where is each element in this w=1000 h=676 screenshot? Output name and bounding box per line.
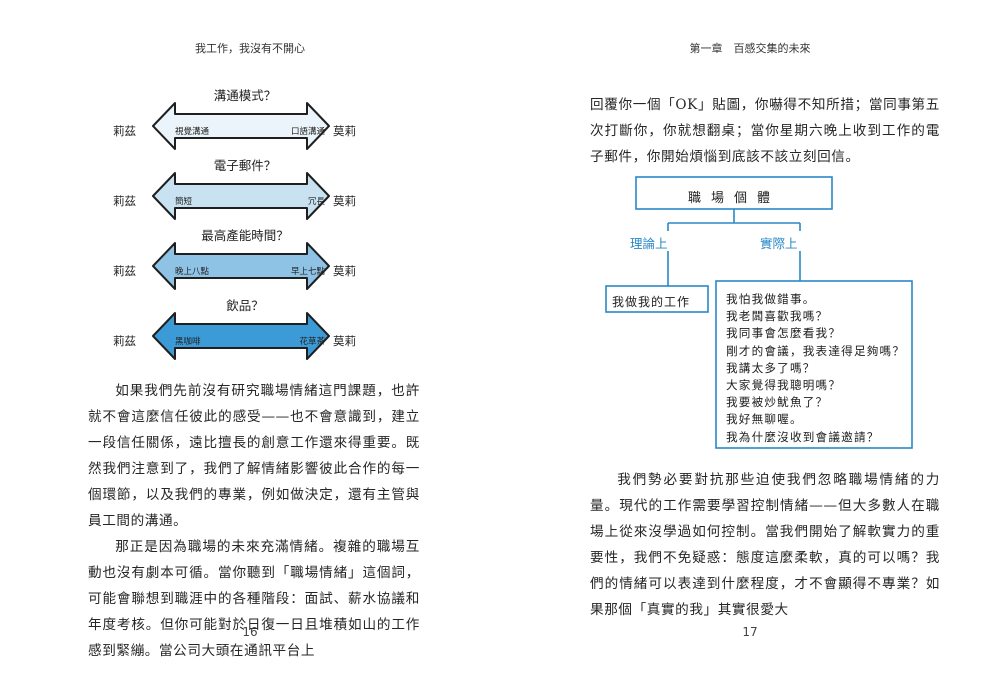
- practice-box-frame: [715, 280, 913, 449]
- diagram-lines: [605, 176, 913, 449]
- theory-box-frame: [605, 285, 709, 313]
- double-arrow-shape: [152, 312, 330, 360]
- side-label-liz: 莉茲: [113, 194, 136, 208]
- thought-line: 我好無聊喔。: [726, 412, 803, 427]
- thought-line: 大家覺得我聰明嗎？: [726, 378, 842, 393]
- thought-line: 我講太多了嗎？: [726, 360, 816, 375]
- thought-line: 我怕我做錯事。: [726, 292, 816, 306]
- body-paragraph: 回覆你一個「OK」貼圖，你嚇得不知所措；當同事第五次打斷你，你就想翻桌；當你星期…: [590, 97, 940, 165]
- arrow-title: 最高產能時間？: [201, 228, 289, 243]
- practice-thoughts-list: 我怕我做錯事。 我老闆喜歡我嗎？ 我同事會怎麼看我？ 剛才的會議，我表達得足夠嗎…: [726, 291, 905, 446]
- running-head-right: 第一章 百感交集的未來: [689, 42, 811, 55]
- branch-label-practice: 實際上: [760, 236, 798, 251]
- thought-line: 我老闆喜歡我嗎？: [726, 309, 829, 324]
- arrow-row-communication: 溝通模式？ 莉茲 莫莉 視覺溝通 口語溝通: [95, 85, 395, 155]
- double-arrow-shape: [152, 172, 330, 220]
- right-page: 第一章 百感交集的未來 17: [500, 0, 1000, 676]
- arrow-title: 飲品？: [226, 298, 264, 313]
- side-label-liz: 莉茲: [113, 264, 136, 278]
- right-top-text: 回覆你一個「OK」貼圖，你嚇得不知所措；當同事第五次打斷你，你就想翻桌；當你星期…: [590, 92, 940, 170]
- side-label-molly: 莫莉: [333, 194, 356, 208]
- arrow-end-label-left: 晚上八點: [175, 267, 210, 277]
- left-body-text: 如果我們先前沒有研究職場情緒這門課題，也許就不會這麼信任彼此的感受——也不會意識…: [88, 378, 420, 664]
- body-paragraph: 我們勢必要對抗那些迫使我們忽略職場情緒的力量。現代的工作需要學習控制情緒——但大…: [590, 472, 940, 618]
- body-paragraph: 如果我們先前沒有研究職場情緒這門課題，也許就不會這麼信任彼此的感受——也不會意識…: [88, 383, 420, 529]
- left-page: 我工作，我沒有不開心 溝通模式？ 莉茲 莫莉 視覺溝通 口語溝通 電子郵件？ 莉…: [88, 42, 420, 664]
- side-label-molly: 莫莉: [333, 264, 356, 278]
- double-arrow-shape: [152, 242, 330, 290]
- diagram-title: 職場個體: [687, 191, 780, 206]
- arrow-row-email: 電子郵件？ 莉茲 莫莉 簡短 冗長: [95, 155, 395, 225]
- arrow-row-drink: 飲品？ 莉茲 莫莉 黑咖啡 花草茶: [95, 295, 395, 365]
- side-label-liz: 莉茲: [113, 124, 136, 138]
- branch-label-theory: 理論上: [630, 236, 668, 251]
- arrow-end-label-left: 簡短: [175, 197, 193, 207]
- arrow-end-label-left: 黑咖啡: [175, 337, 201, 347]
- body-paragraph: 那正是因為職場的未來充滿情緒。複雜的職場互動也沒有劇本可循。當你聽到「職場情緒」…: [88, 539, 420, 659]
- arrow-row-productive-time: 最高產能時間？ 莉茲 莫莉 晚上八點 早上七點: [95, 225, 395, 295]
- workplace-individual-diagram: 職場個體 理論上 實際上 我做我的工作 我怕我做錯事。 我老闆喜歡我嗎？ 我同事…: [600, 175, 930, 455]
- thought-line: 剛才的會議，我表達得足夠嗎？: [726, 343, 906, 358]
- page-number-left: 16: [242, 625, 258, 639]
- arrow-end-label-right: 口語溝通: [290, 127, 325, 137]
- page-number-right: 17: [742, 625, 758, 639]
- side-label-liz: 莉茲: [113, 334, 136, 348]
- double-arrow-shape: [152, 172, 330, 220]
- double-arrow-shape: [152, 102, 330, 150]
- theory-box-text: 我做我的工作: [612, 295, 691, 309]
- arrow-end-label-right: 早上七點: [290, 267, 325, 277]
- arrow-title: 溝通模式？: [213, 88, 277, 103]
- running-head-left: 我工作，我沒有不開心: [195, 42, 305, 55]
- thought-line: 我要被炒魷魚了？: [726, 395, 829, 410]
- comparison-arrow-figure: 溝通模式？ 莉茲 莫莉 視覺溝通 口語溝通 電子郵件？ 莉茲 莫莉 簡短 冗長 …: [95, 85, 395, 365]
- arrow-end-label-left: 視覺溝通: [175, 127, 210, 137]
- arrow-end-label-right: 冗長: [307, 197, 325, 207]
- side-label-molly: 莫莉: [333, 124, 356, 138]
- right-bottom-text: 我們勢必要對抗那些迫使我們忽略職場情緒的力量。現代的工作需要學習控制情緒——但大…: [590, 467, 940, 623]
- thought-line: 我同事會怎麼看我？: [726, 326, 842, 341]
- thought-line: 我為什麼沒收到會議邀請？: [726, 429, 880, 444]
- arrow-end-label-right: 花草茶: [299, 337, 325, 347]
- double-arrow-shape: [152, 102, 330, 150]
- arrow-title: 電子郵件？: [213, 158, 277, 173]
- double-arrow-shape: [152, 242, 330, 290]
- double-arrow-shape: [152, 312, 330, 360]
- side-label-molly: 莫莉: [333, 334, 356, 348]
